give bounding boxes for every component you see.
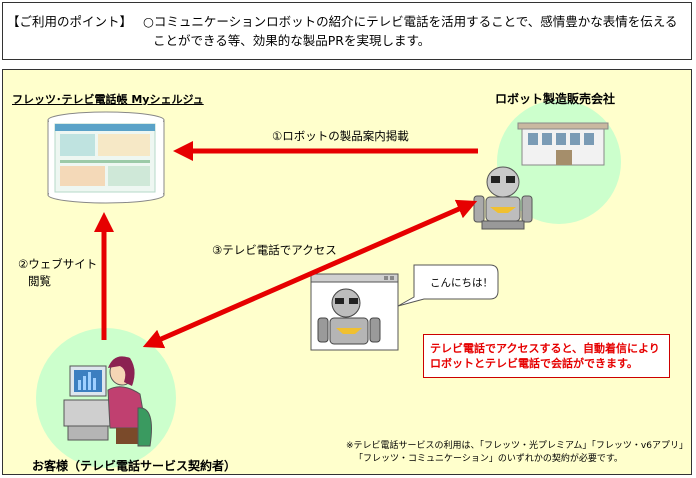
footnote: ※テレビ電話サービスの利用は、「フレッツ・光プレミアム」「フレッツ・v6アプリ」… [346,440,688,466]
callout-line-2: ロボットとテレビ電話で会話ができます。 [424,356,669,371]
callout-box: テレビ電話でアクセスすると、自動着信により ロボットとテレビ電話で会話ができます… [423,334,670,378]
speech-bubble-text: こんにちは！ [430,275,493,290]
company-label: ロボット製造販売会社 [495,90,615,107]
footnote-line-1: ※テレビ電話サービスの利用は、「フレッツ・光プレミアム」「フレッツ・v6アプリ」 [346,440,688,453]
step2-label-line2: 閲覧 [28,273,51,289]
footnote-line-2: 「フレッツ・コミュニケーション」のいずれかの契約が必要です。 [346,453,688,466]
step2-label-line1: ②ウェブサイト [18,256,97,272]
videophone-window [311,274,398,350]
customer-label: お客様（テレビ電話サービス契約者） [32,457,236,474]
customer-circle [36,328,176,468]
step3-label: ③テレビ電話でアクセス [212,242,337,258]
server-database-icon [48,112,164,203]
step1-label: ①ロボットの製品案内掲載 [272,128,409,144]
building-icon [518,123,608,165]
callout-line-1: テレビ電話でアクセスすると、自動着信により [424,341,669,356]
server-label: フレッツ･テレビ電話帳 Myシェルジュ [12,91,204,107]
